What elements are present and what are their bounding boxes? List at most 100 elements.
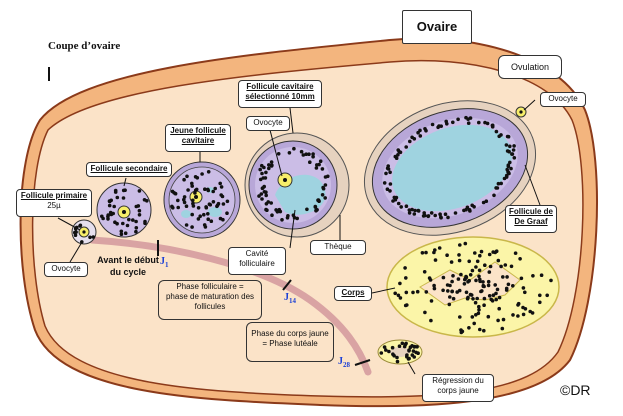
cell-dot	[411, 290, 415, 295]
cell-dot	[260, 197, 264, 201]
cycle-timeline	[88, 236, 372, 376]
cell-dot	[295, 216, 300, 221]
cell-dot	[320, 167, 325, 171]
cell-dot	[262, 184, 267, 189]
cell-dot	[511, 284, 515, 288]
de-graaf-follicle	[363, 100, 537, 236]
cell-dot	[394, 156, 399, 160]
cell-dot	[134, 219, 138, 224]
cell-dot	[395, 355, 399, 360]
cell-dot	[106, 213, 110, 217]
cell-dot	[430, 122, 435, 127]
cell-dot	[456, 277, 461, 281]
cell-dot	[407, 208, 412, 212]
cell-dot	[467, 326, 471, 330]
cell-dot	[134, 226, 139, 230]
cell-dot	[404, 145, 409, 149]
cell-dot	[457, 258, 462, 263]
cell-dot	[131, 218, 135, 222]
cell-dot	[505, 167, 510, 172]
pointer-lines	[57, 99, 541, 375]
cell-dot	[488, 264, 493, 269]
cell-dot	[504, 143, 509, 147]
cell-dot	[443, 212, 448, 216]
cell-dot	[264, 170, 268, 175]
cell-dot	[276, 152, 281, 156]
cell-dot	[266, 200, 271, 204]
cell-dot	[420, 251, 425, 255]
cell-dot	[219, 185, 224, 189]
cell-dot	[314, 208, 319, 213]
cell-dot	[107, 199, 112, 203]
graaf-line1: Follicule de	[508, 207, 553, 216]
cell-dot	[539, 273, 544, 278]
theca-label: Thèque	[310, 240, 366, 255]
regression-label: Régression du corps jaune	[422, 374, 494, 402]
cell-dot	[458, 315, 462, 319]
cell-dot	[190, 181, 194, 186]
cell-dot	[482, 284, 486, 289]
cell-dot	[449, 260, 454, 264]
cell-dot	[410, 353, 415, 357]
cell-dot	[204, 205, 208, 209]
cell-dot	[470, 268, 475, 273]
luteal-phase-box: Phase du corps jaune = Phase lutéale	[246, 322, 334, 362]
cell-dot	[269, 160, 274, 164]
cell-dot	[209, 219, 214, 223]
oocyte-label-right: Ovocyte	[540, 92, 586, 107]
cell-dot	[206, 170, 211, 174]
cell-dot	[479, 249, 484, 254]
primary-follicle-label: Follicule primaire 25µ	[16, 189, 92, 217]
cell-dot	[468, 116, 473, 120]
cell-dot	[484, 199, 489, 203]
copyright-mark: ©DR	[560, 382, 591, 398]
cell-dot	[481, 280, 485, 284]
cell-dot	[545, 293, 549, 298]
cell-dot	[497, 134, 502, 139]
cell-dot	[384, 171, 388, 176]
cell-dot	[185, 174, 189, 179]
selected-cavitary-follicle	[244, 132, 350, 238]
cell-dot	[112, 204, 116, 209]
cell-dot	[321, 185, 325, 190]
cell-dot	[264, 190, 268, 194]
selected-follicle-label: Follicule cavitaire sélectionné 10mm	[238, 80, 322, 108]
cell-dot	[176, 205, 180, 210]
cell-dot	[387, 349, 391, 354]
cell-dot	[196, 217, 201, 221]
cell-dot	[496, 181, 501, 186]
cell-dot	[505, 275, 509, 279]
day-14-label: J14	[284, 292, 296, 305]
before-cycle-text: Avant le début du cycle	[97, 255, 159, 277]
cell-dot	[326, 174, 330, 179]
cell-dot	[388, 189, 392, 193]
cell-dot	[504, 286, 509, 291]
cell-dot	[100, 214, 104, 219]
cell-dot	[125, 223, 130, 228]
cell-dot	[491, 293, 496, 298]
cell-dot	[221, 202, 226, 206]
cell-dot	[500, 326, 505, 331]
cell-dot	[111, 211, 115, 216]
corpus-label: Corps	[334, 286, 372, 301]
cell-dot	[392, 195, 397, 200]
cell-dot	[191, 201, 195, 206]
cell-dot	[513, 251, 518, 255]
cell-dot	[182, 200, 187, 205]
cell-dot	[456, 117, 460, 122]
cell-dot	[486, 279, 491, 284]
cell-dot	[493, 283, 498, 287]
cell-dot	[506, 163, 511, 167]
cell-dot	[486, 283, 491, 288]
cell-dot	[182, 177, 186, 182]
cell-dot	[127, 217, 131, 222]
cell-dot	[438, 212, 442, 216]
cell-dot	[391, 199, 395, 203]
cell-dot	[501, 275, 505, 279]
corpus-luteum	[386, 236, 560, 338]
cell-dot	[477, 304, 481, 309]
cell-dot	[467, 278, 472, 283]
cell-dot	[115, 221, 119, 226]
luteal-phase-line1: Phase du corps jaune	[251, 329, 329, 338]
cell-dot	[448, 295, 452, 299]
